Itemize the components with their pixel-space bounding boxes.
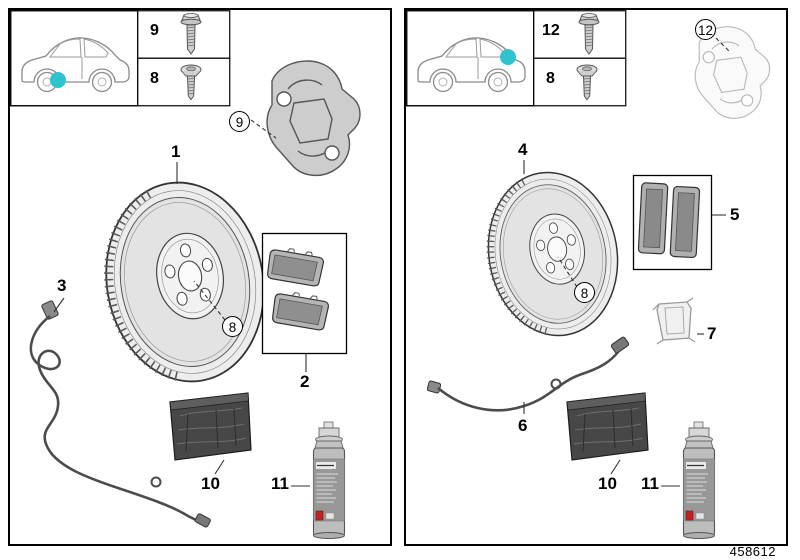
callout-screw-top[interactable]: 12	[542, 22, 560, 39]
callout-screw-top[interactable]: 9	[150, 22, 159, 39]
panel-rear-brake: 12 8 4 5 6 7 10 11 12 8	[404, 8, 788, 546]
wear-sensor-art	[29, 300, 211, 528]
panel-front-brake: 9 8 1 2 3 10 11 9 8	[8, 8, 392, 546]
callout-wear-sensor[interactable]: 3	[57, 276, 67, 295]
retaining-clip-art	[652, 297, 696, 345]
callout-brake-disc[interactable]: 4	[518, 140, 528, 159]
grease-packet-art	[169, 392, 252, 461]
callout-hub-screw-circled[interactable]: 8	[574, 282, 595, 303]
screw-box-top	[533, 10, 627, 59]
callout-retaining-clip[interactable]: 7	[707, 324, 717, 343]
diagram-number: 458612	[729, 544, 776, 559]
callout-hub-screw-circled[interactable]: 8	[222, 316, 243, 337]
callout-screw-bottom[interactable]: 8	[150, 70, 159, 87]
callout-carrier-circled[interactable]: 9	[229, 111, 250, 132]
car-location-box	[10, 10, 139, 107]
callout-grease-paste[interactable]: 10	[598, 474, 617, 493]
callout-wear-sensor[interactable]: 6	[518, 416, 528, 435]
grease-packet-art	[566, 392, 649, 461]
wear-sensor-art	[426, 336, 630, 412]
spray-can-art	[682, 421, 716, 540]
callout-carrier-circled[interactable]: 12	[695, 19, 716, 40]
rear-axle-location-dot	[500, 49, 516, 65]
callout-brake-disc[interactable]: 1	[171, 142, 181, 161]
rear-brake-artwork	[406, 10, 771, 540]
brake-disc-art	[476, 162, 630, 346]
caliper-carrier-art	[266, 60, 361, 177]
front-brake-artwork	[10, 10, 361, 540]
front-axle-location-dot	[50, 72, 66, 88]
spray-can-art	[312, 421, 346, 540]
callout-screw-bottom[interactable]: 8	[546, 70, 555, 87]
brake-disc-art	[91, 170, 279, 394]
callout-spray-can[interactable]: 11	[271, 474, 289, 493]
callout-brake-pads[interactable]: 5	[730, 205, 740, 224]
leader-lines	[523, 37, 731, 487]
callout-brake-pads[interactable]: 2	[300, 372, 310, 391]
callout-grease-paste[interactable]: 10	[201, 474, 220, 493]
brake-pads-art	[637, 182, 701, 259]
leader-lines	[53, 119, 310, 487]
callout-spray-can[interactable]: 11	[641, 474, 659, 493]
